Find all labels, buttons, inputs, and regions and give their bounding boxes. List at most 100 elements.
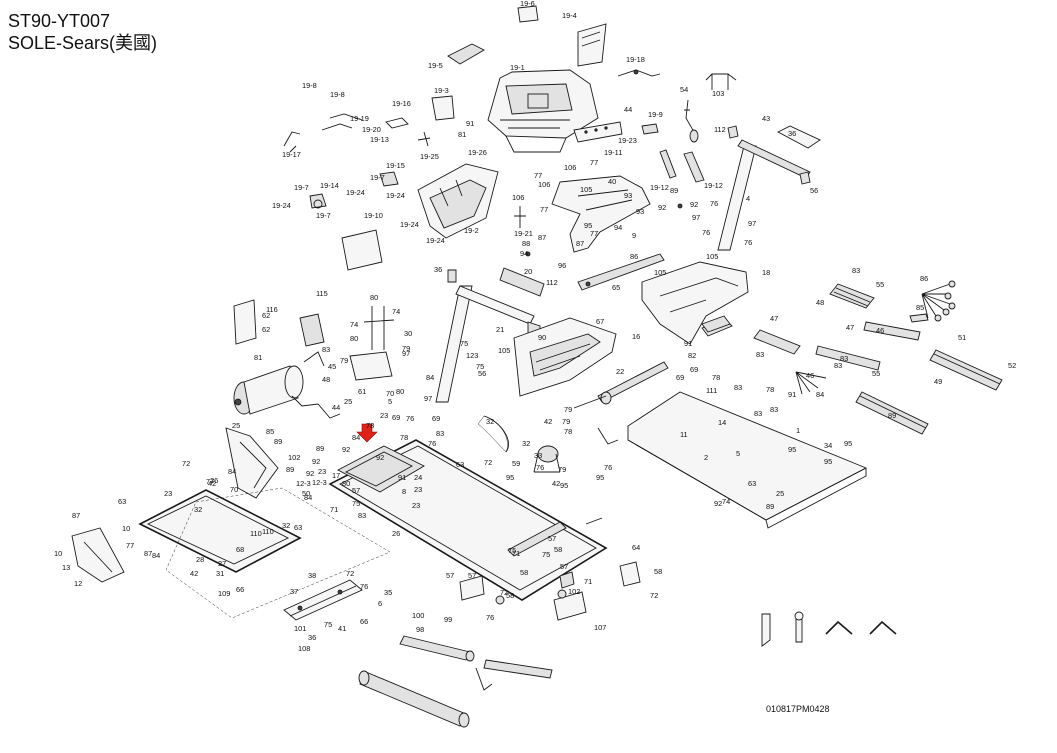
callout-number: 69 bbox=[432, 414, 440, 423]
callout-number: 95 bbox=[824, 457, 832, 466]
callout-number: 58 bbox=[554, 545, 562, 554]
callout-number: 71 bbox=[330, 505, 338, 514]
callout-number: 105 bbox=[654, 268, 666, 277]
callout-number: 47 bbox=[846, 323, 854, 332]
callout-number: 74 bbox=[722, 497, 730, 506]
callout-number: 80 bbox=[370, 293, 378, 302]
callout-number: 19-24 bbox=[346, 188, 365, 197]
callout-number: 83 bbox=[358, 511, 366, 520]
callout-number: 23 bbox=[164, 489, 172, 498]
callout-number: 33 bbox=[534, 451, 542, 460]
callout-number: 89 bbox=[274, 437, 282, 446]
callout-number: 83 bbox=[436, 429, 444, 438]
main-frame bbox=[71, 427, 641, 728]
callout-number: 12 bbox=[74, 579, 82, 588]
callout-number: 35 bbox=[384, 588, 392, 597]
callout-number: 116 bbox=[266, 305, 278, 314]
callout-number: 19-2 bbox=[464, 226, 479, 235]
callout-number: 22 bbox=[616, 367, 624, 376]
callout-number: 10 bbox=[54, 549, 62, 558]
callout-number: 95 bbox=[560, 481, 568, 490]
callout-number: 79 bbox=[562, 417, 570, 426]
callout-number: 68 bbox=[236, 545, 244, 554]
tools bbox=[761, 611, 897, 647]
callout-number: 106 bbox=[538, 180, 550, 189]
callout-number: 72 bbox=[484, 458, 492, 467]
callout-number: 83 bbox=[834, 361, 842, 370]
callout-number: 19-7 bbox=[294, 183, 309, 192]
callout-number: 89 bbox=[670, 186, 678, 195]
callout-number: 78 bbox=[366, 421, 374, 430]
callout-number: 70 bbox=[386, 389, 394, 398]
callout-number: 19-26 bbox=[468, 148, 487, 157]
callout-number: 19-24 bbox=[400, 220, 419, 229]
callout-number: 10 bbox=[122, 524, 130, 533]
callout-number: 32 bbox=[282, 521, 290, 530]
callout-number: 19-24 bbox=[386, 191, 405, 200]
callout-number: 63 bbox=[294, 523, 302, 532]
callout-number: 31 bbox=[216, 569, 224, 578]
callout-number: 19-21 bbox=[514, 229, 533, 238]
callout-number: 69 bbox=[392, 413, 400, 422]
callout-number: 112 bbox=[714, 125, 726, 134]
callout-number: 51 bbox=[958, 333, 966, 342]
callout-number: 19-11 bbox=[604, 148, 622, 157]
callout-number: 92 bbox=[342, 445, 350, 454]
callout-number: 77 bbox=[534, 171, 542, 180]
callout-number: 23 bbox=[414, 485, 422, 494]
callout-number: 75 bbox=[460, 339, 468, 348]
callout-number: 19-6 bbox=[520, 0, 535, 8]
callout-number: 19-7 bbox=[316, 211, 331, 220]
callout-number: 19-19 bbox=[350, 114, 369, 123]
callout-number: 91 bbox=[466, 119, 474, 128]
callout-number: 57 bbox=[446, 571, 454, 580]
callout-number: 70 bbox=[230, 485, 238, 494]
callout-number: 92 bbox=[306, 469, 314, 478]
callout-number: 19-7 bbox=[370, 173, 385, 182]
callout-number: 83 bbox=[756, 350, 764, 359]
callout-number: 21 bbox=[496, 325, 504, 334]
callout-number: 77 bbox=[540, 205, 548, 214]
callout-number: 92 bbox=[312, 457, 320, 466]
callout-number: 79 bbox=[340, 356, 348, 365]
callout-number: 19-25 bbox=[420, 152, 439, 161]
callout-number: 110 bbox=[262, 527, 274, 536]
callout-number: 61 bbox=[358, 387, 366, 396]
callout-number: 108 bbox=[298, 644, 310, 653]
callout-number: 111 bbox=[706, 386, 717, 395]
callout-number: 80 bbox=[350, 334, 358, 343]
callout-number: 75 bbox=[542, 550, 550, 559]
callout-number: 19-12 bbox=[650, 183, 669, 192]
callout-number: 106 bbox=[512, 193, 524, 202]
callout-number: 107 bbox=[594, 623, 606, 632]
callout-number: 76 bbox=[536, 463, 544, 472]
callout-number: 57 bbox=[560, 562, 568, 571]
callout-number: 72 bbox=[346, 569, 354, 578]
callout-number: 4 bbox=[746, 194, 750, 203]
callout-number: 19-15 bbox=[386, 161, 405, 170]
callout-number: 66 bbox=[236, 585, 244, 594]
callout-number: 63 bbox=[748, 479, 756, 488]
callout-number: 81 bbox=[458, 130, 466, 139]
callout-number: 90 bbox=[538, 333, 546, 342]
callout-number: 82 bbox=[688, 351, 696, 360]
callout-number: 78 bbox=[564, 427, 572, 436]
callout-number: 77 bbox=[590, 158, 598, 167]
callout-number: 95 bbox=[844, 439, 852, 448]
callout-number: 83 bbox=[754, 409, 762, 418]
callout-number: 50 bbox=[302, 489, 310, 498]
callout-number: 97 bbox=[748, 219, 756, 228]
callout-number: 52 bbox=[1008, 361, 1016, 370]
callout-number: 92 bbox=[658, 203, 666, 212]
callout-number: 63 bbox=[118, 497, 126, 506]
callout-number: 95 bbox=[596, 473, 604, 482]
callout-number: 84 bbox=[304, 493, 312, 502]
callout-number: 96 bbox=[558, 261, 566, 270]
callout-number: 89 bbox=[286, 465, 294, 474]
callout-number: 46 bbox=[806, 371, 814, 380]
callout-number: 92 bbox=[690, 200, 698, 209]
callout-number: 75 bbox=[324, 620, 332, 629]
callout-number: 84 bbox=[228, 467, 236, 476]
callout-number: 48 bbox=[322, 375, 330, 384]
